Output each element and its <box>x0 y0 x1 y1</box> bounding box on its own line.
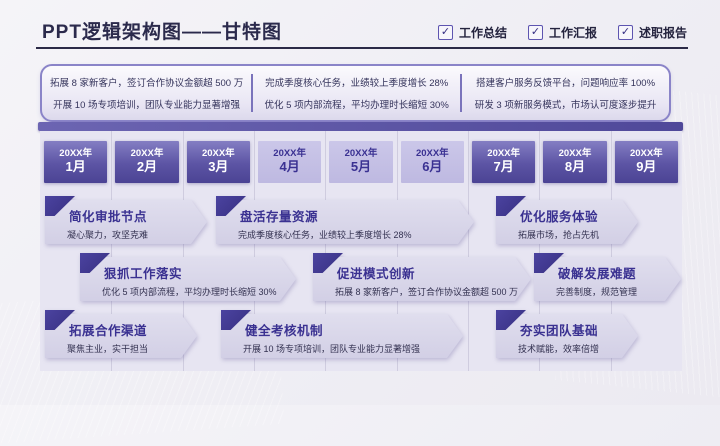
task-desc: 开展 10 场专项培训，团队专业能力显著增强 <box>243 344 421 354</box>
task-item: 破解发展难题完善制度，规范管理 <box>534 253 681 301</box>
month-label: 6月 <box>422 158 443 174</box>
timeline-shelf-bar <box>38 122 683 131</box>
task-item: 简化审批节点凝心聚力，攻坚克难 <box>45 196 207 244</box>
month-year-label: 20XX年 <box>629 148 663 160</box>
task-arrow-shape: 健全考核机制开展 10 场专项培训，团队专业能力显著增强 <box>221 314 463 358</box>
grid-column-line <box>254 131 255 371</box>
month-year-label: 20XX年 <box>130 148 164 160</box>
task-desc: 完成季度核心任务，业绩较上季度增长 28% <box>238 230 412 240</box>
task-title: 拓展合作渠道 <box>69 324 148 338</box>
month-label: 4月 <box>279 158 300 174</box>
task-arrow-shape: 盘活存量资源完成季度核心任务，业绩较上季度增长 28% <box>216 200 474 244</box>
month-label: 8月 <box>564 158 586 174</box>
month-label: 9月 <box>636 158 657 174</box>
legend-item-work-summary[interactable]: ✓ 工作总结 <box>437 24 507 41</box>
task-item: 优化服务体验拓展市场，抢占先机 <box>496 196 638 244</box>
task-title: 健全考核机制 <box>245 324 324 338</box>
summary-box: 拓展 8 家新客户，签订合作协议金额超 500 万 开展 10 场专项培训，团队… <box>40 64 671 122</box>
task-title: 优化服务体验 <box>520 210 599 224</box>
summary-line: 搭建客户服务反馈平台，问题响应率 100% <box>476 78 656 89</box>
month-year-label: 20XX年 <box>201 148 235 160</box>
summary-column: 搭建客户服务反馈平台，问题响应率 100% 研发 3 项新服务模式，市场认可度逐… <box>462 75 669 111</box>
task-title: 狠抓工作落实 <box>104 267 183 281</box>
month-year-label: 20XX年 <box>415 148 449 160</box>
legend-item-work-report[interactable]: ✓ 工作汇报 <box>527 24 597 41</box>
task-title: 夯实团队基础 <box>520 324 599 338</box>
task-title: 简化审批节点 <box>69 210 148 224</box>
legend: ✓ 工作总结 ✓ 工作汇报 ✓ 述职报告 <box>437 24 687 41</box>
legend-item-debrief-report[interactable]: ✓ 述职报告 <box>617 24 687 41</box>
task-title: 促进模式创新 <box>337 267 416 281</box>
task-title: 盘活存量资源 <box>240 210 319 224</box>
task-desc: 技术赋能，效率倍增 <box>518 344 600 354</box>
month-year-label: 20XX年 <box>59 148 93 160</box>
task-desc: 完善制度，规范管理 <box>556 287 638 297</box>
summary-column: 拓展 8 家新客户，签订合作协议金额超 500 万 开展 10 场专项培训，团队… <box>42 75 251 111</box>
legend-label: 述职报告 <box>638 26 687 40</box>
summary-line: 开展 10 场专项培训，团队专业能力显著增强 <box>53 100 241 111</box>
legend-label: 工作总结 <box>458 26 507 40</box>
checkbox-icon[interactable]: ✓ <box>437 25 453 40</box>
task-item: 夯实团队基础技术赋能，效率倍增 <box>496 310 638 358</box>
task-arrow-shape: 促进模式创新拓展 8 家新客户，签订合作协议金额超 500 万 <box>313 257 531 301</box>
task-title: 破解发展难题 <box>558 267 637 281</box>
checkbox-icon[interactable]: ✓ <box>617 25 633 40</box>
month-year-label: 20XX年 <box>558 148 592 160</box>
task-arrow-shape: 狠抓工作落实优化 5 项内部流程，平均办理时长缩短 30% <box>80 257 296 301</box>
grid-column-line <box>468 131 469 371</box>
month-label: 7月 <box>493 158 514 174</box>
task-desc: 聚焦主业，实干担当 <box>67 344 149 354</box>
grid-column-line <box>396 131 398 371</box>
grid-column-line <box>539 131 541 371</box>
task-desc: 凝心聚力，攻坚克难 <box>67 230 149 240</box>
checkbox-icon[interactable]: ✓ <box>527 25 543 40</box>
header-divider <box>36 47 688 49</box>
page-title: PPT逻辑架构图——甘特图 <box>42 22 282 43</box>
task-arrow-shape: 优化服务体验拓展市场，抢占先机 <box>496 200 638 244</box>
month-label: 5月 <box>350 158 372 174</box>
grid-column-line <box>111 131 113 371</box>
grid-column-line <box>325 131 327 371</box>
task-arrow-shape: 破解发展难题完善制度，规范管理 <box>534 257 681 301</box>
task-arrow-shape: 夯实团队基础技术赋能，效率倍增 <box>496 314 638 358</box>
summary-divider <box>251 74 254 112</box>
month-year-label: 20XX年 <box>487 148 521 160</box>
month-year-label: 20XX年 <box>273 148 307 160</box>
task-item: 拓展合作渠道聚焦主业，实干担当 <box>45 310 197 358</box>
summary-column: 完成季度核心任务，业绩较上季度增长 28% 优化 5 项内部流程，平均办理时长缩… <box>253 75 460 111</box>
legend-label: 工作汇报 <box>548 26 597 40</box>
month-label: 3月 <box>208 158 229 174</box>
task-item: 促进模式创新拓展 8 家新客户，签订合作协议金额超 500 万 <box>313 253 531 301</box>
task-desc: 拓展市场，抢占先机 <box>518 230 600 240</box>
task-arrow-shape: 拓展合作渠道聚焦主业，实干担当 <box>45 314 197 358</box>
summary-divider <box>460 74 463 112</box>
task-desc: 优化 5 项内部流程，平均办理时长缩短 30% <box>102 287 277 297</box>
task-desc: 拓展 8 家新客户，签订合作协议金额超 500 万 <box>335 287 519 297</box>
summary-line: 优化 5 项内部流程，平均办理时长缩短 30% <box>264 100 449 111</box>
summary-line: 完成季度核心任务，业绩较上季度增长 28% <box>265 78 449 89</box>
month-year-label: 20XX年 <box>344 148 378 160</box>
task-item: 盘活存量资源完成季度核心任务，业绩较上季度增长 28% <box>216 196 474 244</box>
task-arrow-shape: 简化审批节点凝心聚力，攻坚克难 <box>45 200 207 244</box>
task-item: 狠抓工作落实优化 5 项内部流程，平均办理时长缩短 30% <box>80 253 296 301</box>
grid-column-line <box>182 131 184 371</box>
summary-line: 研发 3 项新服务模式，市场认可度逐步提升 <box>474 100 657 111</box>
summary-line: 拓展 8 家新客户，签订合作协议金额超 500 万 <box>50 78 244 89</box>
grid-column-line <box>610 131 612 371</box>
task-item: 健全考核机制开展 10 场专项培训，团队专业能力显著增强 <box>221 310 463 358</box>
month-label: 1月 <box>65 158 86 174</box>
month-label: 2月 <box>136 158 158 174</box>
